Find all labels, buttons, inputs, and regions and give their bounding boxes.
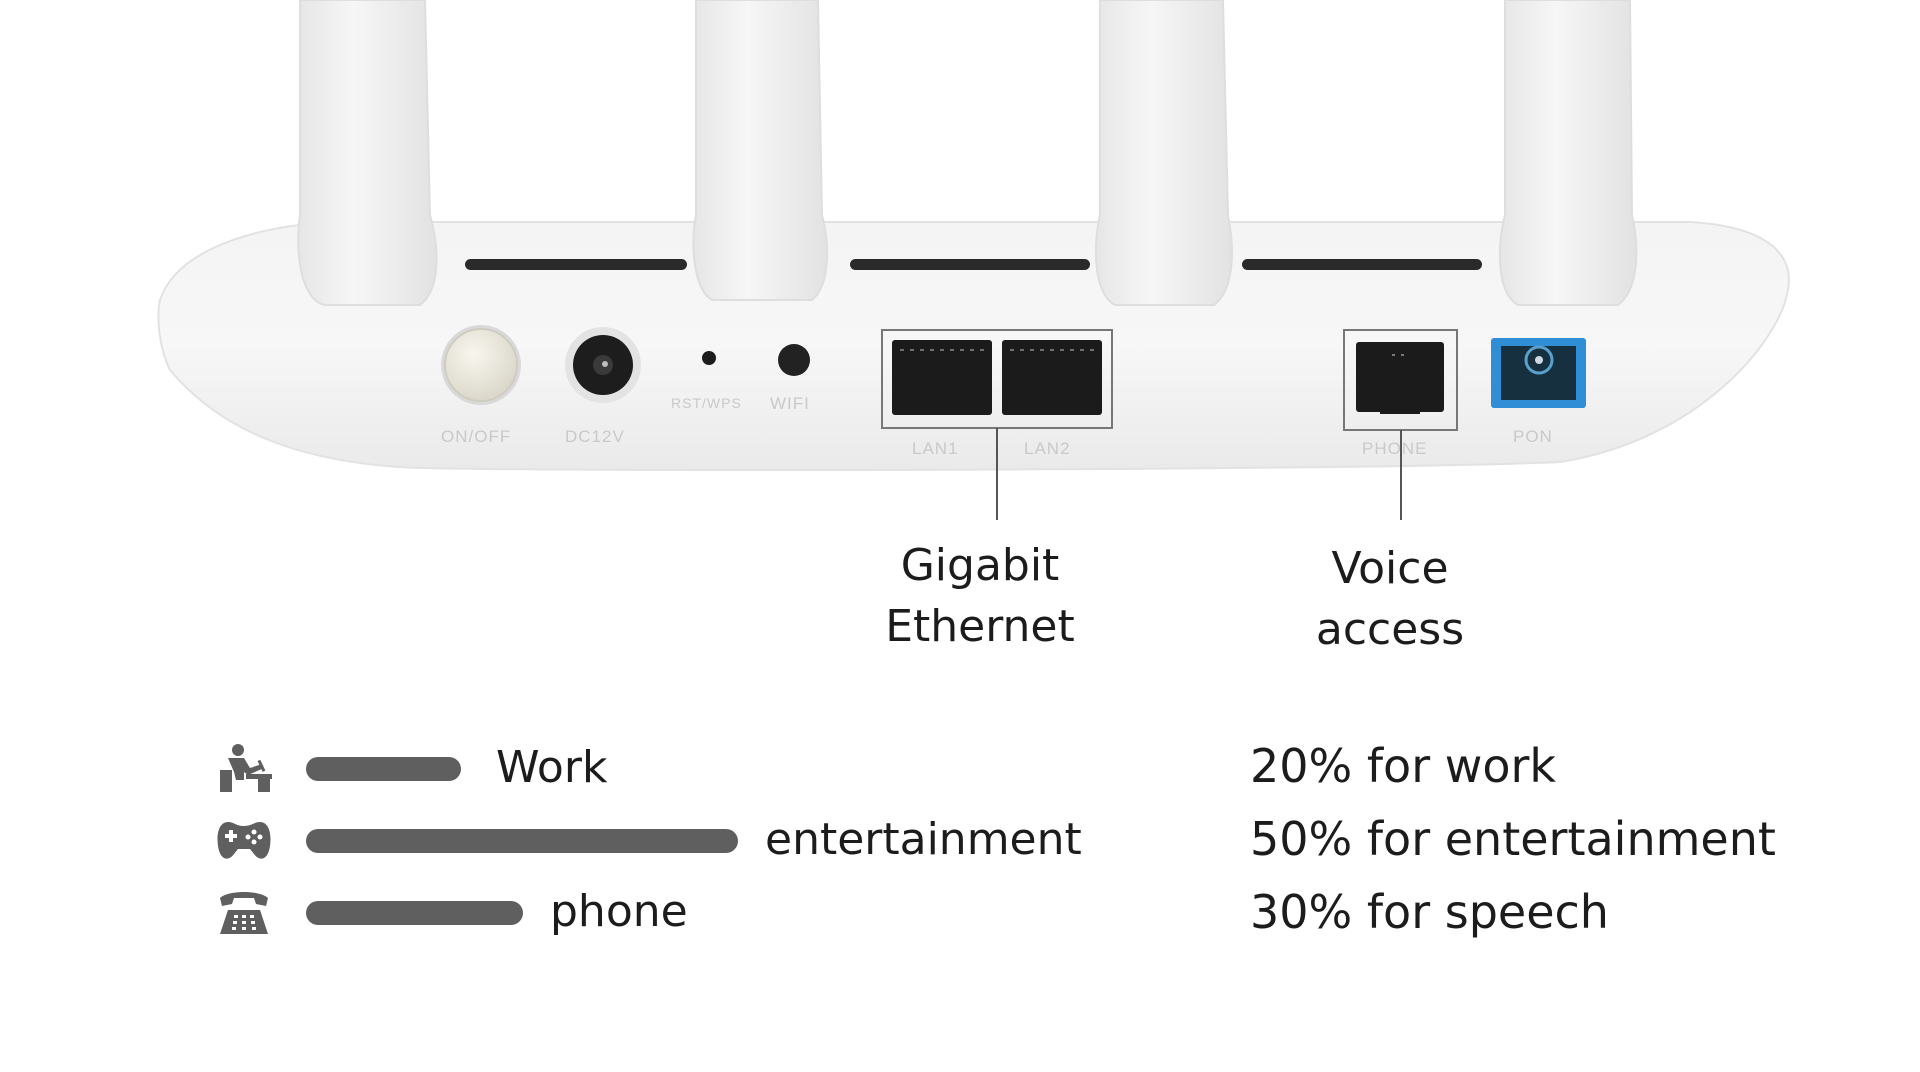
- usage-bar-entertainment: [306, 829, 738, 853]
- lan1-port[interactable]: [892, 340, 992, 415]
- antenna-2: [692, 0, 829, 301]
- dc-power-jack: [565, 327, 641, 403]
- label-phone: PHONE: [1362, 439, 1427, 458]
- lan2-port[interactable]: [1002, 340, 1102, 415]
- pon-port[interactable]: [1491, 338, 1586, 408]
- usage-label-entertainment: entertainment: [765, 814, 1082, 865]
- label-on-off: ON/OFF: [441, 427, 511, 446]
- antenna-1: [297, 0, 438, 306]
- usage-label-work: Work: [496, 742, 608, 793]
- label-lan1: LAN1: [912, 439, 959, 458]
- antenna-3: [1094, 0, 1233, 306]
- usage-bar-work: [306, 757, 461, 781]
- callout-voice-line1: Voice: [1331, 543, 1449, 594]
- telephone-icon: [220, 892, 268, 934]
- phone-port[interactable]: [1356, 342, 1444, 414]
- label-pon: PON: [1513, 427, 1553, 446]
- label-rst-wps: RST/WPS: [671, 395, 742, 411]
- gamepad-icon: [217, 822, 271, 859]
- vent-slot: [1242, 259, 1482, 270]
- wifi-button[interactable]: [778, 344, 810, 376]
- vent-slot: [850, 259, 1090, 270]
- label-wifi: WIFI: [770, 394, 810, 413]
- power-button[interactable]: [441, 325, 521, 405]
- voice-access-callout: Voice access: [1280, 538, 1500, 660]
- stat-work: 20% for work: [1250, 739, 1557, 793]
- stat-entertainment: 50% for entertainment: [1250, 812, 1776, 866]
- callout-ethernet-line2: Ethernet: [885, 601, 1075, 652]
- antenna-4: [1498, 0, 1638, 306]
- label-lan2: LAN2: [1024, 439, 1071, 458]
- label-dc12v: DC12V: [565, 427, 625, 446]
- usage-stats: 20% for work 50% for entertainment 30% f…: [1250, 730, 1776, 949]
- reset-pinhole[interactable]: [702, 351, 716, 365]
- callout-voice-line2: access: [1315, 604, 1465, 655]
- gigabit-ethernet-callout: Gigabit Ethernet: [860, 535, 1100, 657]
- router-back-panel-illustration: ON/OFF DC12V RST/WPS WIFI LAN1 LAN2 PHON…: [157, 0, 1790, 520]
- stat-speech: 30% for speech: [1250, 885, 1609, 939]
- callout-ethernet-line1: Gigabit: [900, 540, 1060, 591]
- usage-label-phone: phone: [550, 886, 688, 937]
- vent-slot: [465, 259, 687, 270]
- usage-bar-phone: [306, 901, 523, 925]
- person-at-desk-icon: [220, 744, 272, 792]
